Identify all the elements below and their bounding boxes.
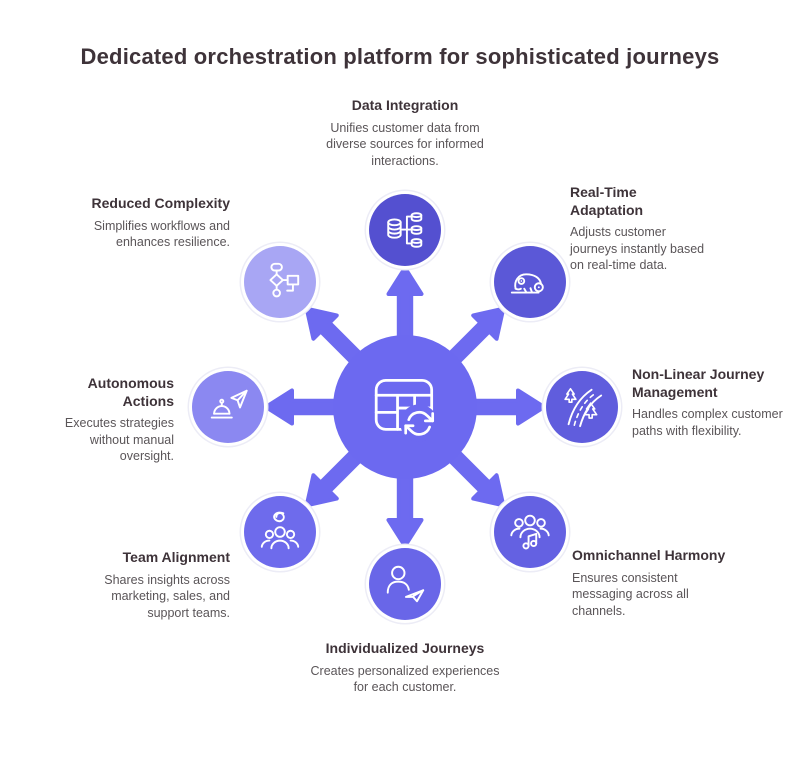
node-text-autonomous-actions: Autonomous Actions Executes strategies w… (36, 375, 174, 465)
node-title: Reduced Complexity (91, 195, 230, 211)
node-description: Executes strategies without manual overs… (64, 416, 174, 463)
node-circle-real-time-adaptation (494, 246, 566, 318)
node-text-real-time-adaptation: Real-Time Adaptation Adjusts customer jo… (570, 184, 708, 274)
node-circle-autonomous-actions (192, 371, 264, 443)
node-description: Shares insights across marketing, sales,… (104, 572, 230, 620)
node-circle-non-linear-journey (546, 371, 618, 443)
node-title: Team Alignment (122, 549, 230, 565)
person-plane-icon (386, 565, 425, 603)
chameleon-icon (510, 273, 544, 294)
team-swirl-icon (260, 511, 300, 550)
node-circle-individualized-journeys (369, 548, 441, 620)
node-text-non-linear-journey: Non-Linear Journey Management Handles co… (632, 366, 784, 439)
robot-cursor-icon (210, 389, 248, 419)
node-title: Individualized Journeys (325, 640, 485, 656)
node-description: Unifies customer data from diverse sourc… (326, 120, 484, 168)
winding-road-icon (564, 387, 603, 428)
node-circle-team-alignment (244, 496, 316, 568)
central-hub (333, 335, 477, 479)
flowchart-icon (269, 262, 300, 298)
node-description: Ensures consistent messaging across all … (572, 570, 689, 618)
node-text-data-integration: Data Integration Unifies customer data f… (316, 97, 494, 169)
page-title: Dedicated orchestration platform for sop… (80, 44, 720, 69)
node-text-team-alignment: Team Alignment Shares insights across ma… (68, 549, 230, 621)
node-title: Data Integration (351, 97, 459, 113)
node-title: Autonomous Actions (87, 375, 174, 409)
node-text-reduced-complexity: Reduced Complexity Simplifies workflows … (82, 195, 230, 251)
databases-icon (387, 212, 423, 248)
node-title: Omnichannel Harmony (572, 547, 726, 563)
table-sync-icon (374, 378, 438, 442)
node-title: Non-Linear Journey Management (632, 366, 765, 400)
node-circle-omnichannel-harmony (494, 496, 566, 568)
node-description: Adjusts customer journeys instantly base… (570, 225, 705, 272)
node-text-individualized-journeys: Individualized Journeys Creates personal… (310, 640, 500, 696)
node-description: Handles complex customer paths with flex… (632, 407, 783, 438)
node-circle-data-integration (369, 194, 441, 266)
choir-icon (510, 514, 550, 550)
node-circle-reduced-complexity (244, 246, 316, 318)
node-description: Simplifies workflows and enhances resili… (93, 218, 230, 250)
node-title: Real-Time Adaptation (570, 184, 644, 218)
node-text-omnichannel-harmony: Omnichannel Harmony Ensures consistent m… (572, 547, 730, 619)
node-description: Creates personalized experiences for eac… (310, 663, 500, 695)
